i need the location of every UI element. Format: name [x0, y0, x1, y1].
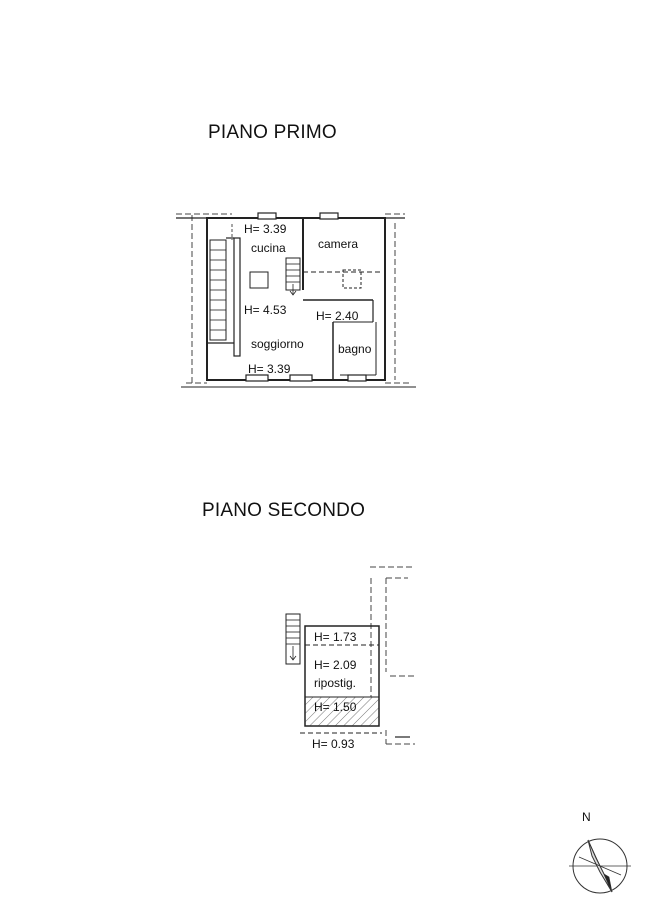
label-h-bottom: H= 3.39	[248, 362, 291, 376]
label-h-soggiorno: H= 4.53	[244, 303, 287, 317]
label-ripostiglio: ripostig.	[314, 676, 356, 690]
label-h-corridoio: H= 2.40	[316, 309, 359, 323]
label-camera: camera	[318, 237, 358, 251]
label-h-1-50: H= 1.50	[314, 700, 357, 714]
floor-2-plan	[285, 566, 415, 745]
compass-icon	[569, 838, 631, 894]
label-h-1-73: H= 1.73	[314, 630, 357, 644]
floor-1-title: PIANO PRIMO	[208, 122, 337, 143]
label-h-cucina: H= 3.39	[244, 222, 287, 236]
label-soggiorno: soggiorno	[251, 337, 304, 351]
label-bagno: bagno	[338, 342, 372, 356]
label-h-0-93: H= 0.93	[312, 737, 355, 751]
floor-2-title: PIANO SECONDO	[202, 500, 366, 521]
floor-1-plan	[176, 212, 416, 388]
compass-north-label: N	[582, 810, 591, 824]
label-cucina: cucina	[251, 241, 286, 255]
label-h-2-09: H= 2.09	[314, 658, 357, 672]
